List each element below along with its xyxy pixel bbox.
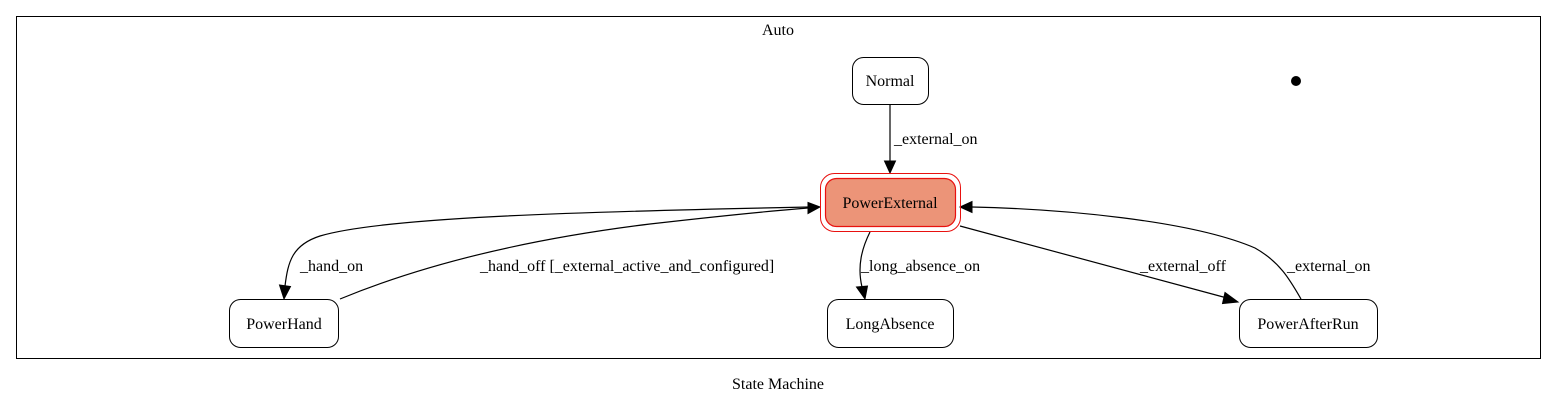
cluster-auto: Auto — [16, 16, 1541, 359]
edge-line — [859, 231, 871, 288]
arrowhead — [807, 201, 822, 215]
state-normal[interactable]: Normal — [852, 57, 929, 105]
transition-power-external-to-power-after-run: _external_off — [959, 225, 1240, 305]
arrowhead — [958, 200, 973, 214]
transition-label: _external_on — [1286, 258, 1371, 275]
edge-line — [971, 206, 1302, 300]
transitions: _external_on _hand_on _hand_off [_extern… — [278, 105, 1371, 305]
state-outer-border — [820, 173, 961, 232]
state-power-external[interactable]: PowerExternal — [820, 173, 961, 232]
state-long-absence[interactable]: LongAbsence — [827, 299, 954, 348]
cluster-border — [16, 16, 1541, 359]
transition-label: _hand_on — [299, 258, 363, 275]
transition-power-external-to-power-hand: _hand_on — [278, 206, 811, 301]
transition-power-after-run-to-power-external: _external_on — [958, 200, 1371, 300]
edge-line — [284, 206, 811, 287]
state-box-active — [824, 177, 957, 228]
state-label: LongAbsence — [846, 316, 935, 333]
state-power-after-run[interactable]: PowerAfterRun — [1239, 299, 1378, 348]
transition-power-hand-to-power-external: _hand_off [_external_active_and_configur… — [339, 201, 822, 300]
arrowhead — [855, 285, 869, 301]
transition-label: _long_absence_on — [860, 258, 980, 275]
arrowhead — [278, 284, 292, 301]
edge-line — [959, 225, 1228, 299]
state-label: PowerExternal — [842, 195, 938, 212]
initial-state-dot — [1291, 76, 1301, 86]
state-box — [827, 299, 954, 348]
arrowhead — [1221, 291, 1240, 305]
state-label: Normal — [866, 73, 915, 90]
transition-label: _external_on — [893, 131, 978, 148]
transition-label: _hand_off [_external_active_and_configur… — [479, 258, 774, 275]
state-box — [229, 299, 339, 348]
diagram-caption: State Machine — [732, 376, 824, 393]
state-power-hand[interactable]: PowerHand — [229, 299, 339, 348]
state-box — [852, 57, 929, 105]
state-label: PowerAfterRun — [1257, 316, 1358, 333]
states: Normal PowerExternal PowerHand LongAbsen… — [229, 57, 1378, 348]
edge-line — [339, 207, 809, 300]
state-box — [1239, 299, 1378, 348]
transition-normal-to-power-external: _external_on — [883, 105, 978, 175]
cluster-label: Auto — [762, 22, 794, 39]
state-label: PowerHand — [246, 316, 322, 333]
transition-power-external-to-long-absence: _long_absence_on — [855, 231, 980, 301]
arrowhead — [883, 160, 897, 175]
transition-label: _external_off — [1139, 258, 1227, 275]
